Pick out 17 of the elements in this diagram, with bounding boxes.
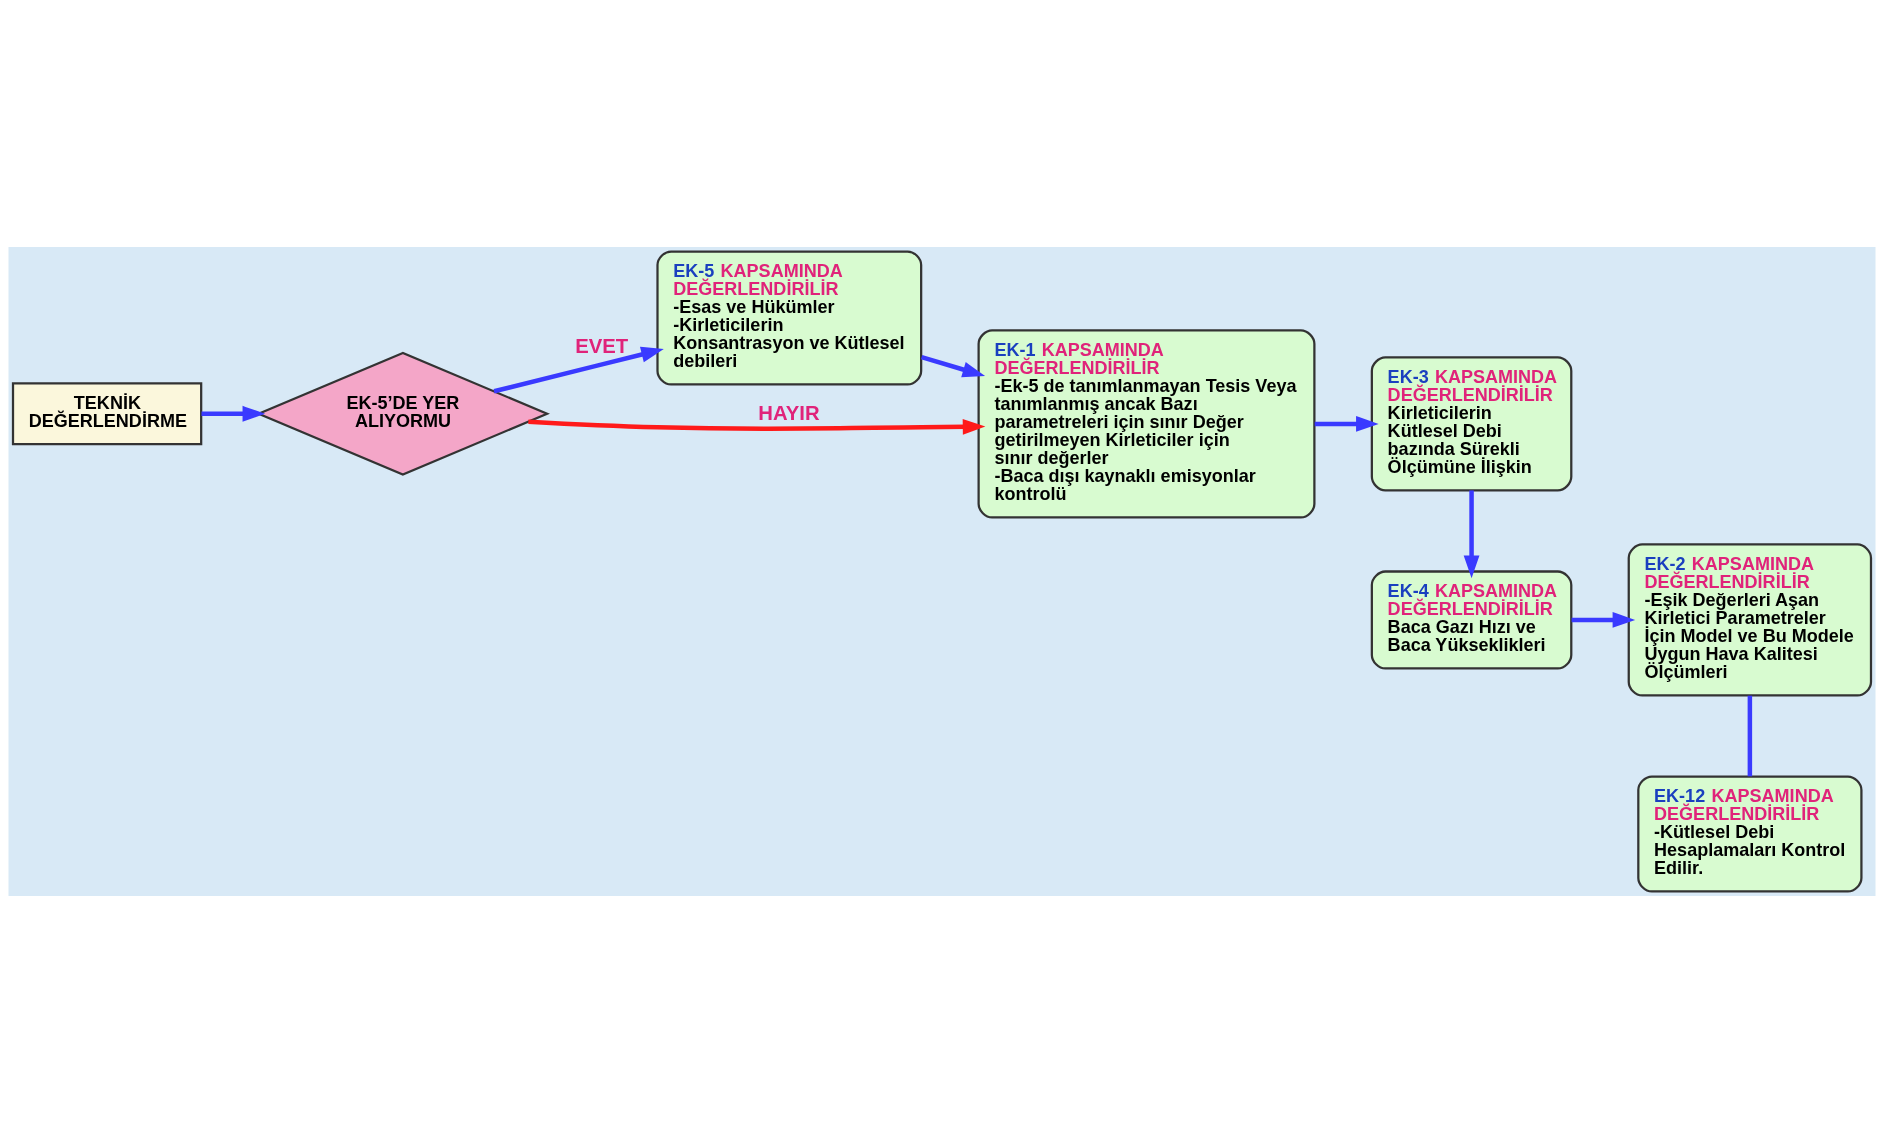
node-box: EK-2 KAPSAMINDA DEĞERLENDİRİLİR -Eşik Değerleri Aşan Kirletici Parametreler İçin Model ve Bu Modele Uygun Hava Kalitesi Ölçümleri: [1627, 542, 1873, 697]
node-box: EK-1 KAPSAMINDA DEĞERLENDİRİLİR -Ek-5 de tanımlanmayan Tesis Veya tanımlanmış ancak Bazı parametreleri için sınır Değer getirilmeyen Kirleticiler için sınır değerler -Baca dışı kaynaklı emisyonlar kontrolü: [977, 328, 1316, 519]
arrow: [493, 346, 664, 393]
arrow: [920, 354, 986, 377]
arrow: [201, 405, 266, 422]
node-box: EK-12 KAPSAMINDA DEĞERLENDİRİLİR -Kütlesel Debi Hesaplamaları Kontrol Edilir.: [1637, 774, 1863, 893]
arrow: [1571, 611, 1636, 628]
node-box: EK-4 KAPSAMINDA DEĞERLENDİRİLİR Baca Gazı Hızı ve Baca Yükseklikleri: [1370, 569, 1573, 670]
edge-label: HAYIR: [758, 401, 820, 424]
arrow: [1314, 415, 1379, 432]
node-box: EK-3 KAPSAMINDA DEĞERLENDİRİLİR Kirleticilerin Kütlesel Debi bazında Sürekli Ölçümüne İlişkin: [1370, 355, 1573, 491]
connector: [1747, 695, 1753, 776]
arrow: [1463, 489, 1480, 578]
edge-label: EVET: [575, 334, 629, 357]
arrow: [528, 418, 986, 435]
node-box: EK-5 KAPSAMINDA DEĞERLENDİRİLİR -Esas ve Hükümler -Kirleticilerin Konsantrasyon ve Kütlesel debileri: [656, 249, 923, 386]
node-box: TEKNİK DEĞERLENDİRME: [11, 381, 203, 445]
